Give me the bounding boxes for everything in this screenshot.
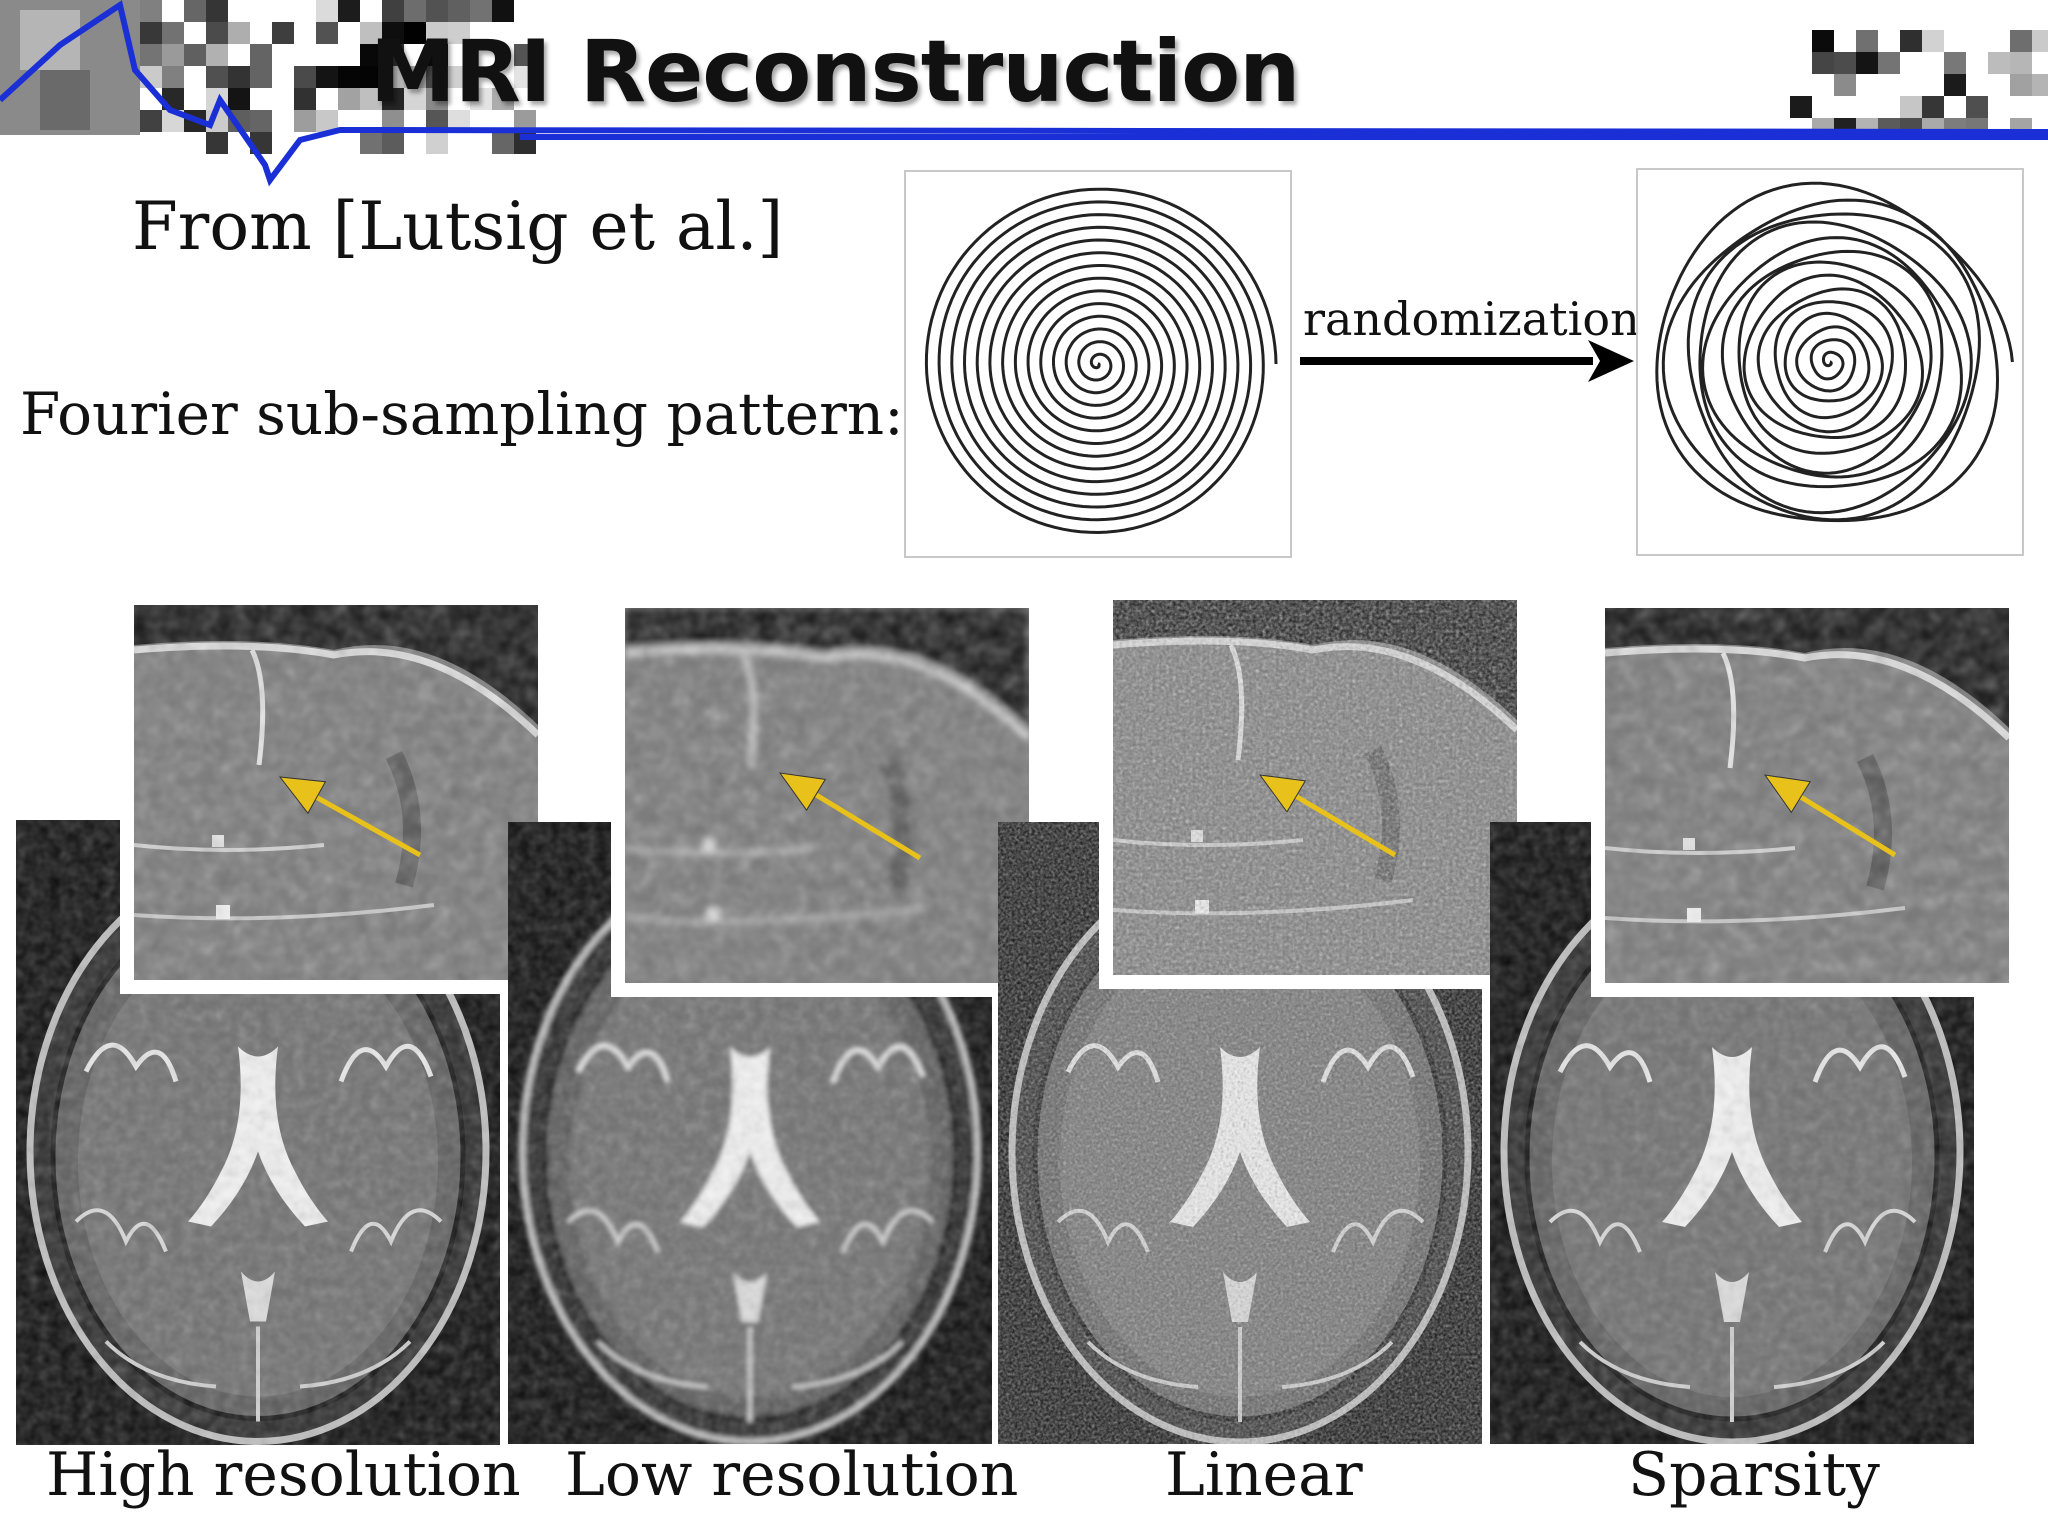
brain-scan-image xyxy=(998,822,1482,1444)
panel-caption: Sparsity xyxy=(1628,1440,1880,1510)
citation-text: From [Lutsig et al.] xyxy=(132,188,784,265)
zoomed-inset-image xyxy=(611,594,1043,997)
randomization-label: randomization xyxy=(1303,292,1640,346)
panel-caption: Low resolution xyxy=(565,1440,1019,1510)
right-arrow-icon xyxy=(1300,340,1634,382)
randomized-spiral-pattern xyxy=(1636,168,2024,556)
pattern-label: Fourier sub-sampling pattern: xyxy=(20,380,904,448)
spiral-sampling-pattern xyxy=(904,170,1292,558)
panel-caption: Linear xyxy=(1165,1440,1363,1510)
zoomed-inset-image xyxy=(120,591,552,994)
slide-title: MRI Reconstruction xyxy=(370,22,1300,122)
zoomed-inset-image xyxy=(1099,586,1531,989)
zoomed-inset-image xyxy=(1591,594,2023,997)
panel-caption: High resolution xyxy=(46,1440,521,1510)
header-decoration xyxy=(0,0,2048,187)
